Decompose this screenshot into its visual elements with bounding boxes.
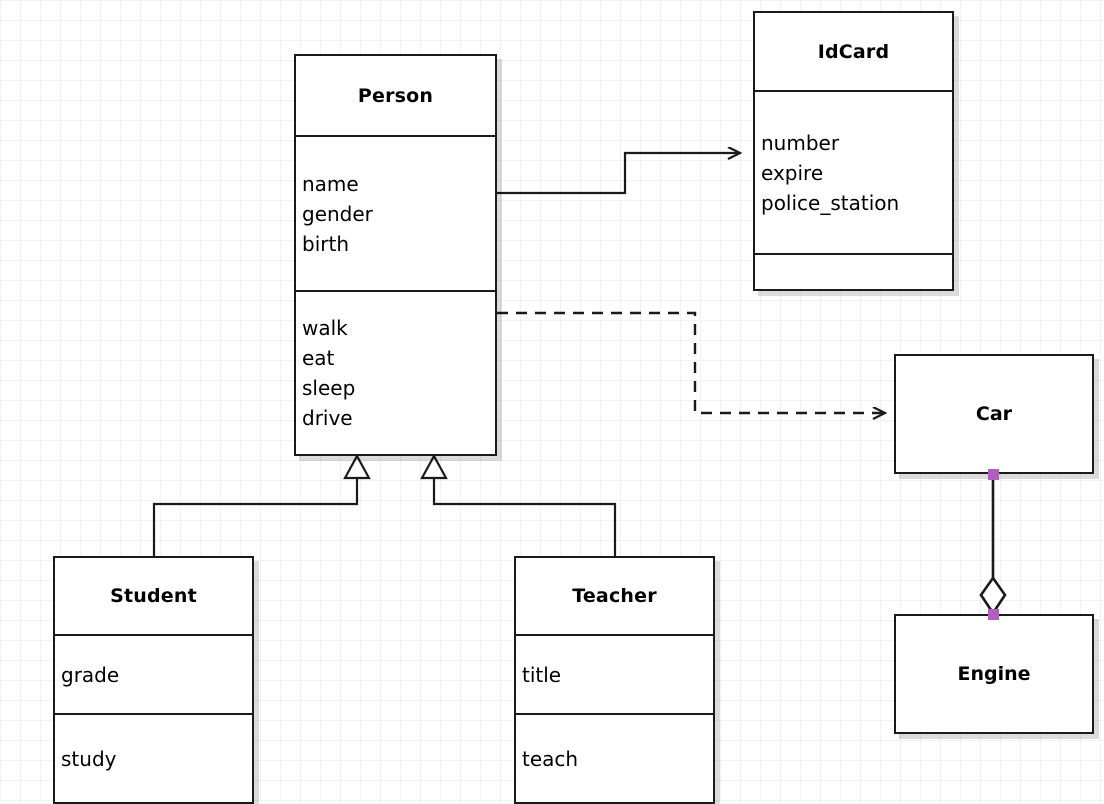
- attribute-item: grade: [61, 662, 120, 687]
- attributes-teacher: title: [516, 634, 713, 713]
- operation-item: walk: [302, 316, 348, 340]
- edge-teacher-person[interactable]: [420, 453, 617, 556]
- class-name-engine: Engine: [957, 663, 1031, 685]
- attributes-person: name gender birth: [296, 135, 495, 290]
- attribute-item: name: [302, 171, 359, 196]
- operations-teacher: teach: [516, 713, 713, 802]
- operations-person: walk eat sleep drive: [296, 290, 495, 454]
- class-name-person: Person: [357, 84, 434, 107]
- operation-item: sleep: [302, 376, 356, 400]
- class-name-idcard: IdCard: [817, 40, 890, 63]
- selection-handle-car[interactable]: [988, 469, 999, 480]
- class-box-student[interactable]: Student grade study: [53, 556, 254, 804]
- operations-idcard: [755, 253, 952, 289]
- class-name-student: Student: [110, 585, 197, 607]
- attribute-item: police_station: [761, 190, 900, 215]
- class-box-teacher[interactable]: Teacher title teach: [514, 556, 715, 804]
- edge-student-person[interactable]: [152, 453, 371, 556]
- class-name-car: Car: [975, 403, 1013, 425]
- class-box-engine[interactable]: Engine: [894, 614, 1094, 734]
- operation-item: teach: [522, 746, 579, 771]
- class-box-idcard[interactable]: IdCard number expire police_station: [753, 11, 954, 291]
- operation-item: study: [61, 746, 117, 771]
- generalization-triangle-student: [343, 453, 371, 480]
- attribute-item: gender: [302, 201, 373, 226]
- aggregation-diamond: [979, 575, 1007, 616]
- attribute-item: title: [522, 662, 562, 687]
- edge-person-idcard[interactable]: [497, 153, 740, 195]
- attributes-student: grade: [55, 634, 252, 713]
- operations-student: study: [55, 713, 252, 802]
- class-box-car[interactable]: Car: [894, 354, 1094, 474]
- operation-item: drive: [302, 406, 353, 430]
- attribute-item: number: [761, 130, 840, 155]
- attribute-item: expire: [761, 160, 824, 185]
- edge-person-car[interactable]: [497, 311, 885, 413]
- edge-car-engine[interactable]: [979, 474, 1007, 616]
- operation-item: eat: [302, 346, 335, 370]
- attributes-idcard: number expire police_station: [755, 90, 952, 253]
- selection-handle-engine[interactable]: [988, 609, 999, 620]
- class-name-teacher: Teacher: [572, 585, 657, 607]
- class-box-person[interactable]: Person name gender birth walk eat sleep …: [294, 54, 497, 456]
- attribute-item: birth: [302, 231, 349, 256]
- generalization-triangle-teacher: [420, 453, 448, 480]
